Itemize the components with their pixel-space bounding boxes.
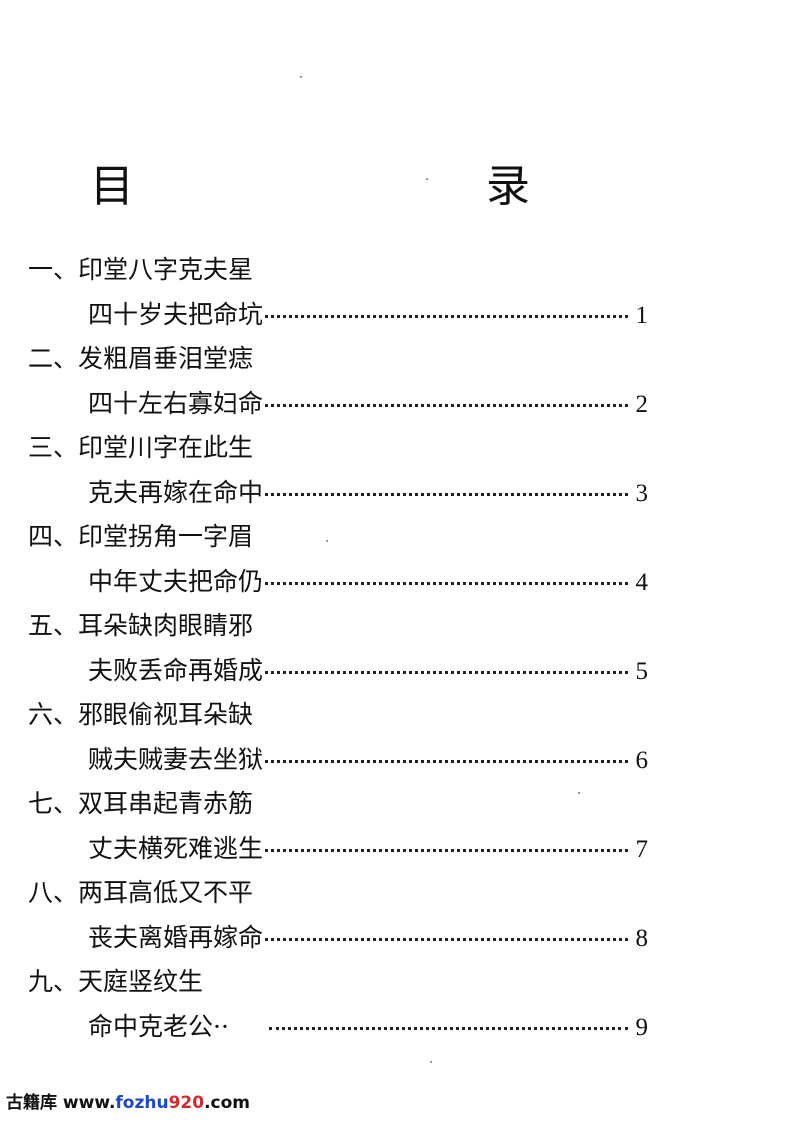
- toc-entry-4: 四、印堂拐角一字眉 中年丈夫把命仍 4: [28, 515, 648, 604]
- toc-entry-8: 八、两耳高低又不平 丧夫离婚再嫁命 8: [28, 871, 648, 960]
- toc-entry-6: 六、邪眼偷视耳朵缺 贼夫贼妻去坐狱 6: [28, 693, 648, 782]
- scan-speck: [426, 178, 428, 180]
- toc-entry-subline: 四十左右寡妇命 2: [28, 381, 648, 426]
- dot-leader: [265, 315, 628, 318]
- toc-page-number: 3: [635, 480, 649, 507]
- toc-page-number: 7: [635, 836, 649, 863]
- toc-entry-heading: 七、双耳串起青赤筋: [28, 789, 254, 818]
- toc-entry-subline: 中年丈夫把命仍 4: [28, 559, 648, 604]
- toc-entry-heading: 一、印堂八字克夫星: [28, 255, 254, 284]
- toc-entry-subline: 贼夫贼妻去坐狱 6: [28, 737, 648, 782]
- toc-entry-heading: 二、发粗眉垂泪堂痣: [28, 344, 254, 373]
- dot-leader: [265, 849, 628, 852]
- toc-entry-subtitle: 丈夫横死难逃生: [88, 834, 264, 863]
- dot-leader: [265, 404, 628, 407]
- toc-entry-9: 九、天庭竖纹生 命中克老公·· 9: [28, 960, 648, 1049]
- toc-page-number: 2: [635, 391, 649, 418]
- toc-entry-heading: 四、印堂拐角一字眉: [28, 522, 254, 551]
- dot-leader: [265, 938, 628, 941]
- toc-entry-subtitle: 四十左右寡妇命: [88, 389, 264, 418]
- toc-entry-subline: 夫败丢命再婚成 5: [28, 648, 648, 693]
- toc-entry-1: 一、印堂八字克夫星 四十岁夫把命坑 1: [28, 248, 648, 337]
- toc-entry-subline: 丈夫横死难逃生 7: [28, 826, 648, 871]
- dot-leader: [265, 582, 628, 585]
- toc-entry-subline: 命中克老公·· 9: [28, 1004, 648, 1049]
- watermark-brand: 古籍库: [6, 1093, 57, 1113]
- toc-page-number: 1: [635, 302, 649, 329]
- page-title: 目 录: [90, 161, 618, 212]
- toc-entry-subtitle: 丧夫离婚再嫁命: [88, 923, 264, 952]
- scan-speck: [300, 76, 302, 78]
- toc-entry-subline: 四十岁夫把命坑 1: [28, 292, 648, 337]
- toc-entry-subtitle: 命中克老公··: [88, 1012, 229, 1041]
- scan-speck: [430, 1061, 432, 1063]
- toc-entry-7: 七、双耳串起青赤筋 丈夫横死难逃生 7: [28, 782, 648, 871]
- toc-entry-heading: 五、耳朵缺肉眼睛邪: [28, 611, 254, 640]
- toc-entry-2: 二、发粗眉垂泪堂痣 四十左右寡妇命 2: [28, 337, 648, 426]
- toc-entry-heading: 三、印堂川字在此生: [28, 433, 254, 462]
- toc-entry-heading: 八、两耳高低又不平: [28, 878, 254, 907]
- scan-speck: [326, 540, 328, 542]
- toc-entry-heading: 六、邪眼偷视耳朵缺: [28, 700, 254, 729]
- toc-entry-subtitle: 夫败丢命再婚成: [88, 656, 264, 685]
- watermark-url-920: 920: [168, 1093, 205, 1113]
- toc-entry-subtitle: 克夫再嫁在命中: [88, 478, 264, 507]
- dot-leader: [265, 493, 628, 496]
- toc-page-number: 8: [635, 925, 649, 952]
- toc-entry-subline: 丧夫离婚再嫁命 8: [28, 915, 648, 960]
- toc-entry-3: 三、印堂川字在此生 克夫再嫁在命中 3: [28, 426, 648, 515]
- table-of-contents: 一、印堂八字克夫星 四十岁夫把命坑 1 二、发粗眉垂泪堂痣 四十左右寡妇命 2 …: [28, 248, 648, 1049]
- dot-leader: [268, 1027, 628, 1030]
- watermark-url-suffix: .com: [204, 1093, 251, 1113]
- watermark-url-fozhu: fozhu: [115, 1093, 169, 1113]
- toc-page-number: 9: [635, 1014, 649, 1041]
- toc-entry-subtitle: 贼夫贼妻去坐狱: [88, 745, 264, 774]
- watermark-url-prefix: www.: [57, 1093, 116, 1113]
- watermark-footer: 古籍库 www.fozhu920.com: [6, 1088, 250, 1113]
- toc-entry-subline: 克夫再嫁在命中 3: [28, 470, 648, 515]
- scan-speck: [578, 792, 580, 794]
- toc-page-number: 4: [635, 569, 649, 596]
- dot-leader: [265, 760, 628, 763]
- toc-entry-5: 五、耳朵缺肉眼睛邪 夫败丢命再婚成 5: [28, 604, 648, 693]
- toc-entry-subtitle: 四十岁夫把命坑: [88, 300, 264, 329]
- toc-entry-heading: 九、天庭竖纹生: [28, 967, 204, 996]
- toc-entry-subtitle: 中年丈夫把命仍: [88, 567, 264, 596]
- dot-leader: [265, 671, 628, 674]
- toc-page-number: 5: [635, 658, 649, 685]
- toc-page-number: 6: [635, 747, 649, 774]
